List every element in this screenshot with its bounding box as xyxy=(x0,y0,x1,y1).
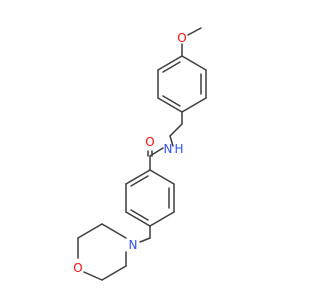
atom-labels: O N H O N O xyxy=(73,31,186,275)
methylene-bridge xyxy=(139,225,151,243)
ring-double-bond xyxy=(162,95,181,107)
bond-ch2-n xyxy=(169,135,174,147)
methoxy-group xyxy=(181,27,202,57)
ring-double-bond xyxy=(130,175,149,187)
bond-methyl-o xyxy=(187,27,202,36)
ring-bond xyxy=(77,223,103,239)
amide-group xyxy=(147,147,164,171)
morpholine-nitrogen-label: N xyxy=(129,238,138,252)
ring-bond xyxy=(125,169,151,185)
amide-hydrogen-label: H xyxy=(174,142,183,156)
benzamide-ring xyxy=(125,169,175,227)
morpholine-oxygen-label: O xyxy=(73,261,82,275)
ring-bond xyxy=(83,271,103,281)
ring-bond xyxy=(149,211,175,227)
ring-double-bond xyxy=(162,61,181,73)
ring-bond xyxy=(157,97,183,113)
methoxyphenyl-ring xyxy=(157,55,207,113)
bond-ch2-ch2 xyxy=(169,123,183,137)
ring-bond xyxy=(181,97,207,113)
morpholine-ring xyxy=(77,223,127,281)
methoxy-oxygen-label: O xyxy=(177,31,186,45)
ring-bond xyxy=(101,265,127,281)
amide-nitrogen-label: N xyxy=(164,142,173,156)
ring-double-bond xyxy=(130,209,149,221)
ring-bond xyxy=(125,211,151,227)
chemical-structure: O N H O N O xyxy=(73,27,207,281)
ethyl-linker xyxy=(169,111,183,147)
ring-bond xyxy=(181,55,207,71)
ring-bond xyxy=(149,169,175,185)
carbonyl-oxygen-label: O xyxy=(145,135,154,149)
ring-bond xyxy=(157,55,183,71)
ring-bond xyxy=(101,223,127,239)
bond-ch2-n xyxy=(139,237,151,243)
